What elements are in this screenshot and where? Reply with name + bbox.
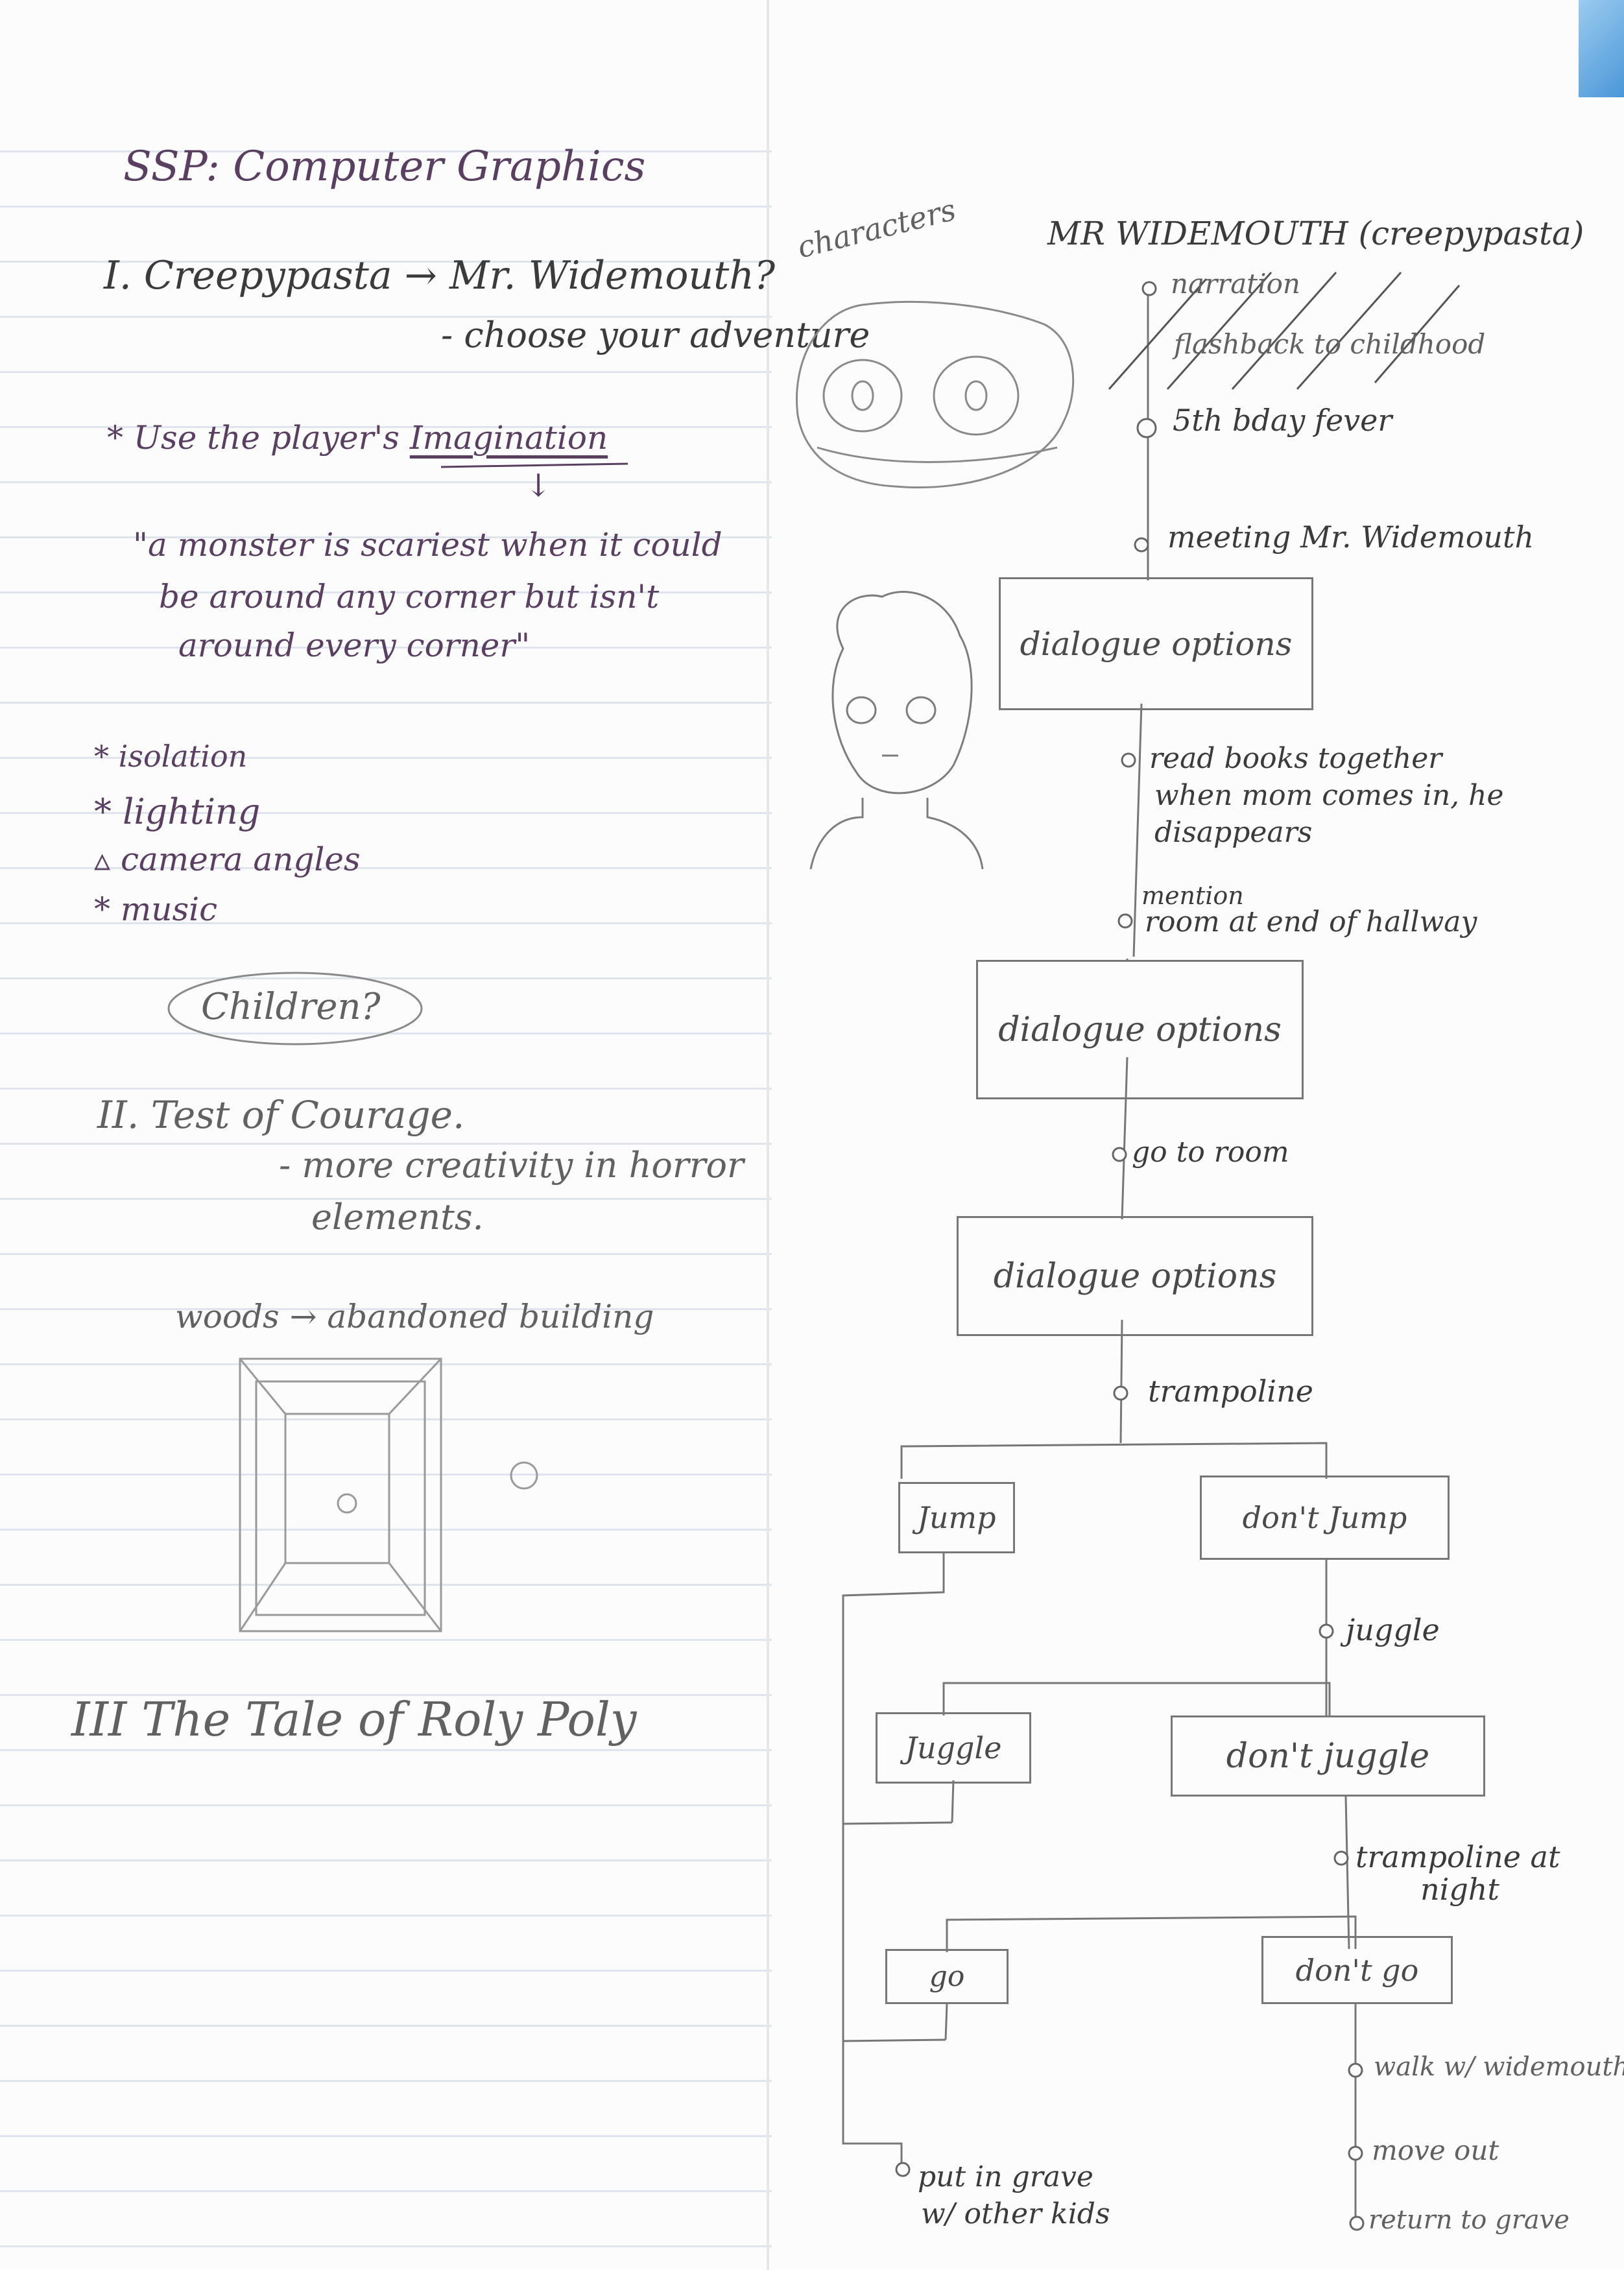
imagination-underline xyxy=(440,462,628,468)
go-to-room-label: go to room xyxy=(1132,1136,1289,1169)
setting-note: woods → abandoned building xyxy=(175,1298,654,1335)
imagination-word: Imagination xyxy=(409,419,608,457)
star-note-prefix: * Use the player's xyxy=(107,419,400,457)
dont-go-box: don't go xyxy=(1261,1936,1453,2004)
node-juggle-step xyxy=(1319,1623,1334,1639)
node-grave xyxy=(895,2162,911,2177)
read-books-line-3: disappears xyxy=(1154,816,1313,849)
go-down xyxy=(944,2003,948,2040)
grave-line-2: w/ other kids xyxy=(921,2197,1110,2230)
return-grave-label: return to grave xyxy=(1368,2205,1570,2235)
spine-segment-2 xyxy=(1132,703,1143,957)
page-title: SSP: Computer Graphics xyxy=(123,143,646,191)
branch-juggle xyxy=(942,1682,1331,1715)
mention-line-2: room at end of hallway xyxy=(1145,905,1477,938)
quote-line-3: around every corner" xyxy=(178,627,531,664)
section-2-sub-line-1: - more creativity in horror xyxy=(279,1145,744,1186)
node-read-books xyxy=(1121,752,1136,768)
quote-line-2: be around any corner but isn't xyxy=(159,578,660,615)
trampoline-night-line-1: trampoline at xyxy=(1355,1839,1560,1874)
section-2-sub-line-2: elements. xyxy=(311,1197,484,1237)
node-narration xyxy=(1141,281,1157,296)
juggle-down xyxy=(951,1780,955,1823)
section-1-subheading: - choose your adventure xyxy=(441,315,870,355)
node-fever-label: 5th bday fever xyxy=(1173,403,1392,438)
dialogue-box-1: dialogue options xyxy=(999,577,1313,710)
node-meeting-label: meeting Mr. Widemouth xyxy=(1167,520,1534,555)
spine-segment-3 xyxy=(1121,1057,1128,1220)
juggle-to-rail xyxy=(842,1821,953,1825)
juggle-step-label: juggle xyxy=(1346,1612,1440,1647)
dont-juggle-down xyxy=(1344,1796,1350,1950)
monster-sketch xyxy=(796,300,1075,489)
node-flashback-label: flashback to childhood xyxy=(1174,328,1486,360)
dialogue-box-2: dialogue options xyxy=(976,960,1304,1099)
juggle-box: Juggle xyxy=(876,1712,1031,1784)
children-circled-note: Children? xyxy=(201,986,381,1028)
page-gutter xyxy=(767,0,769,2270)
node-walk xyxy=(1348,2062,1363,2078)
strike-2 xyxy=(1166,272,1272,390)
walk-label: walk w/ widemouth xyxy=(1374,2052,1624,2082)
trampoline-night-line-2: night xyxy=(1420,1872,1499,1907)
children-circle xyxy=(167,972,423,1045)
bullet-music: * music xyxy=(94,890,218,928)
quote-line-1: "a monster is scariest when it could xyxy=(133,526,722,564)
node-narration-label: narration xyxy=(1171,268,1300,300)
branch-go xyxy=(946,1915,1357,1952)
strike-5 xyxy=(1374,285,1461,383)
scan-edge-mark xyxy=(1579,0,1624,97)
node-move-out xyxy=(1348,2145,1363,2161)
building-sketch xyxy=(239,1357,538,1632)
bullet-isolation: * isolation xyxy=(94,739,248,774)
left-rail xyxy=(842,1553,945,2163)
star-note: * Use the player's Imagination xyxy=(107,422,608,454)
flowchart-title: MR WIDEMOUTH (creepypasta) xyxy=(1047,215,1584,252)
go-to-rail xyxy=(842,2038,946,2042)
spine-segment-4 xyxy=(1119,1319,1123,1444)
strike-1 xyxy=(1108,278,1208,390)
move-out-label: move out xyxy=(1372,2134,1499,2166)
grave-line-1: put in grave xyxy=(918,2160,1093,2193)
section-3-heading: III The Tale of Roly Poly xyxy=(71,1692,637,1747)
node-trampoline-night xyxy=(1333,1850,1349,1866)
dont-jump-box: don't Jump xyxy=(1200,1476,1450,1560)
branch-jump xyxy=(900,1442,1328,1479)
node-trampoline xyxy=(1113,1385,1128,1401)
node-mention xyxy=(1117,913,1133,929)
node-go-to-room xyxy=(1112,1147,1127,1162)
read-books-line-1: read books together xyxy=(1149,742,1442,775)
bullet-camera-angles: ▵ camera angles xyxy=(94,841,361,878)
jump-box: Jump xyxy=(898,1482,1015,1553)
bullet-lighting: * lighting xyxy=(94,791,261,832)
node-fever xyxy=(1136,418,1157,438)
trampoline-label: trampoline xyxy=(1148,1374,1313,1409)
section-2-heading: II. Test of Courage. xyxy=(97,1093,465,1137)
down-arrow: ↓ xyxy=(525,468,552,504)
dont-juggle-box: don't juggle xyxy=(1171,1715,1485,1797)
go-box: go xyxy=(885,1949,1009,2004)
strike-4 xyxy=(1296,272,1402,390)
dialogue-box-3: dialogue options xyxy=(957,1216,1313,1336)
mention-line-1: mention xyxy=(1141,881,1244,910)
node-return-grave xyxy=(1349,2216,1365,2231)
read-books-line-2: when mom comes in, he xyxy=(1154,779,1504,812)
section-1-heading: I. Creepypasta → Mr. Widemouth? xyxy=(104,253,775,298)
boy-sketch xyxy=(809,591,984,870)
node-meeting xyxy=(1134,537,1149,553)
strike-3 xyxy=(1231,272,1337,390)
